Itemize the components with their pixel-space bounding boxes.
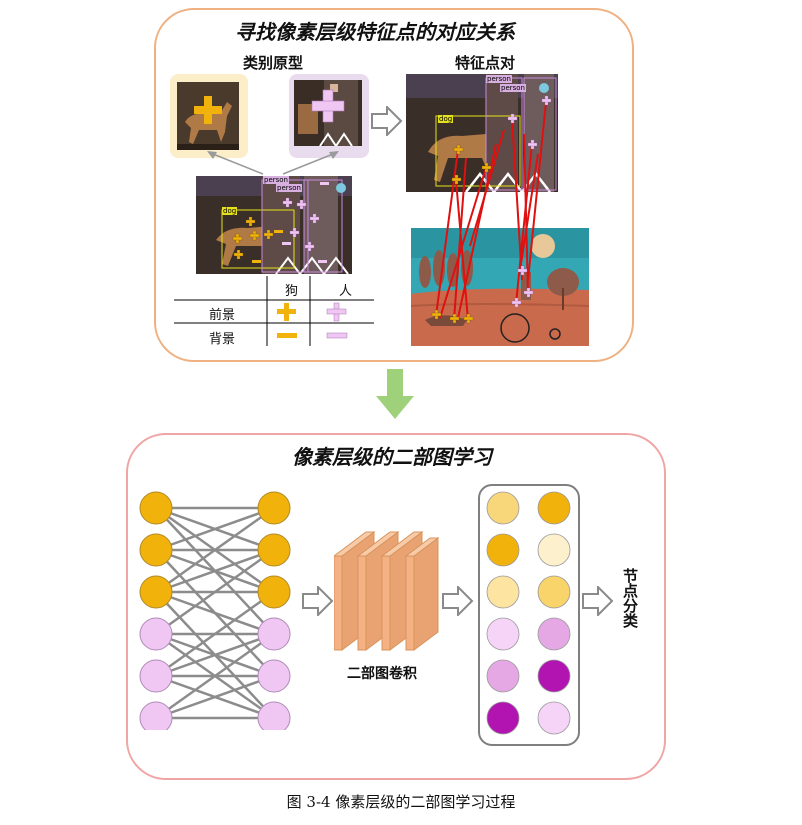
arrow-right-icon xyxy=(371,106,403,136)
bottom-panel-title: 像素层级的二部图学习 xyxy=(292,445,492,469)
classified-nodes xyxy=(486,491,571,735)
bipartite-graph xyxy=(139,491,291,730)
table-row-background: 背景 xyxy=(209,332,236,347)
det-label-person: person xyxy=(276,184,302,192)
arrow-right-icon xyxy=(302,586,334,616)
query-keypoints xyxy=(232,182,346,263)
table-col-person: 人 xyxy=(339,284,353,299)
table-row-foreground: 前景 xyxy=(209,308,236,323)
top-panel-title: 寻找像素层级特征点的对应关系 xyxy=(235,20,515,44)
arrow-right-icon xyxy=(582,586,614,616)
output-node-box xyxy=(478,484,580,746)
prototype-arrows xyxy=(207,151,339,175)
det-label-dog: dog xyxy=(222,207,238,215)
det-label-person: person xyxy=(486,75,512,83)
correspondence-lines xyxy=(431,95,552,324)
conv-label: 二部图卷积 xyxy=(347,666,417,682)
prototype-label: 类别原型 xyxy=(243,54,304,72)
keypoint-source-image xyxy=(406,74,558,192)
det-label-person: person xyxy=(263,176,289,184)
keypoint-pairs-label: 特征点对 xyxy=(455,54,516,72)
bipartite-conv-blocks xyxy=(334,531,440,651)
plus-icon xyxy=(194,96,222,124)
plus-icon xyxy=(311,89,345,123)
query-image xyxy=(196,176,352,274)
det-label-dog: dog xyxy=(438,115,454,123)
table-col-dog: 狗 xyxy=(285,284,299,299)
arrow-down-icon xyxy=(376,369,414,419)
figure-caption: 图 3-4 像素层级的二部图学习过程 xyxy=(286,793,516,811)
node-classification-label: 节点分类 xyxy=(621,568,639,628)
det-label-person: person xyxy=(500,84,526,92)
arrow-right-icon xyxy=(442,586,474,616)
legend-table xyxy=(174,276,374,346)
